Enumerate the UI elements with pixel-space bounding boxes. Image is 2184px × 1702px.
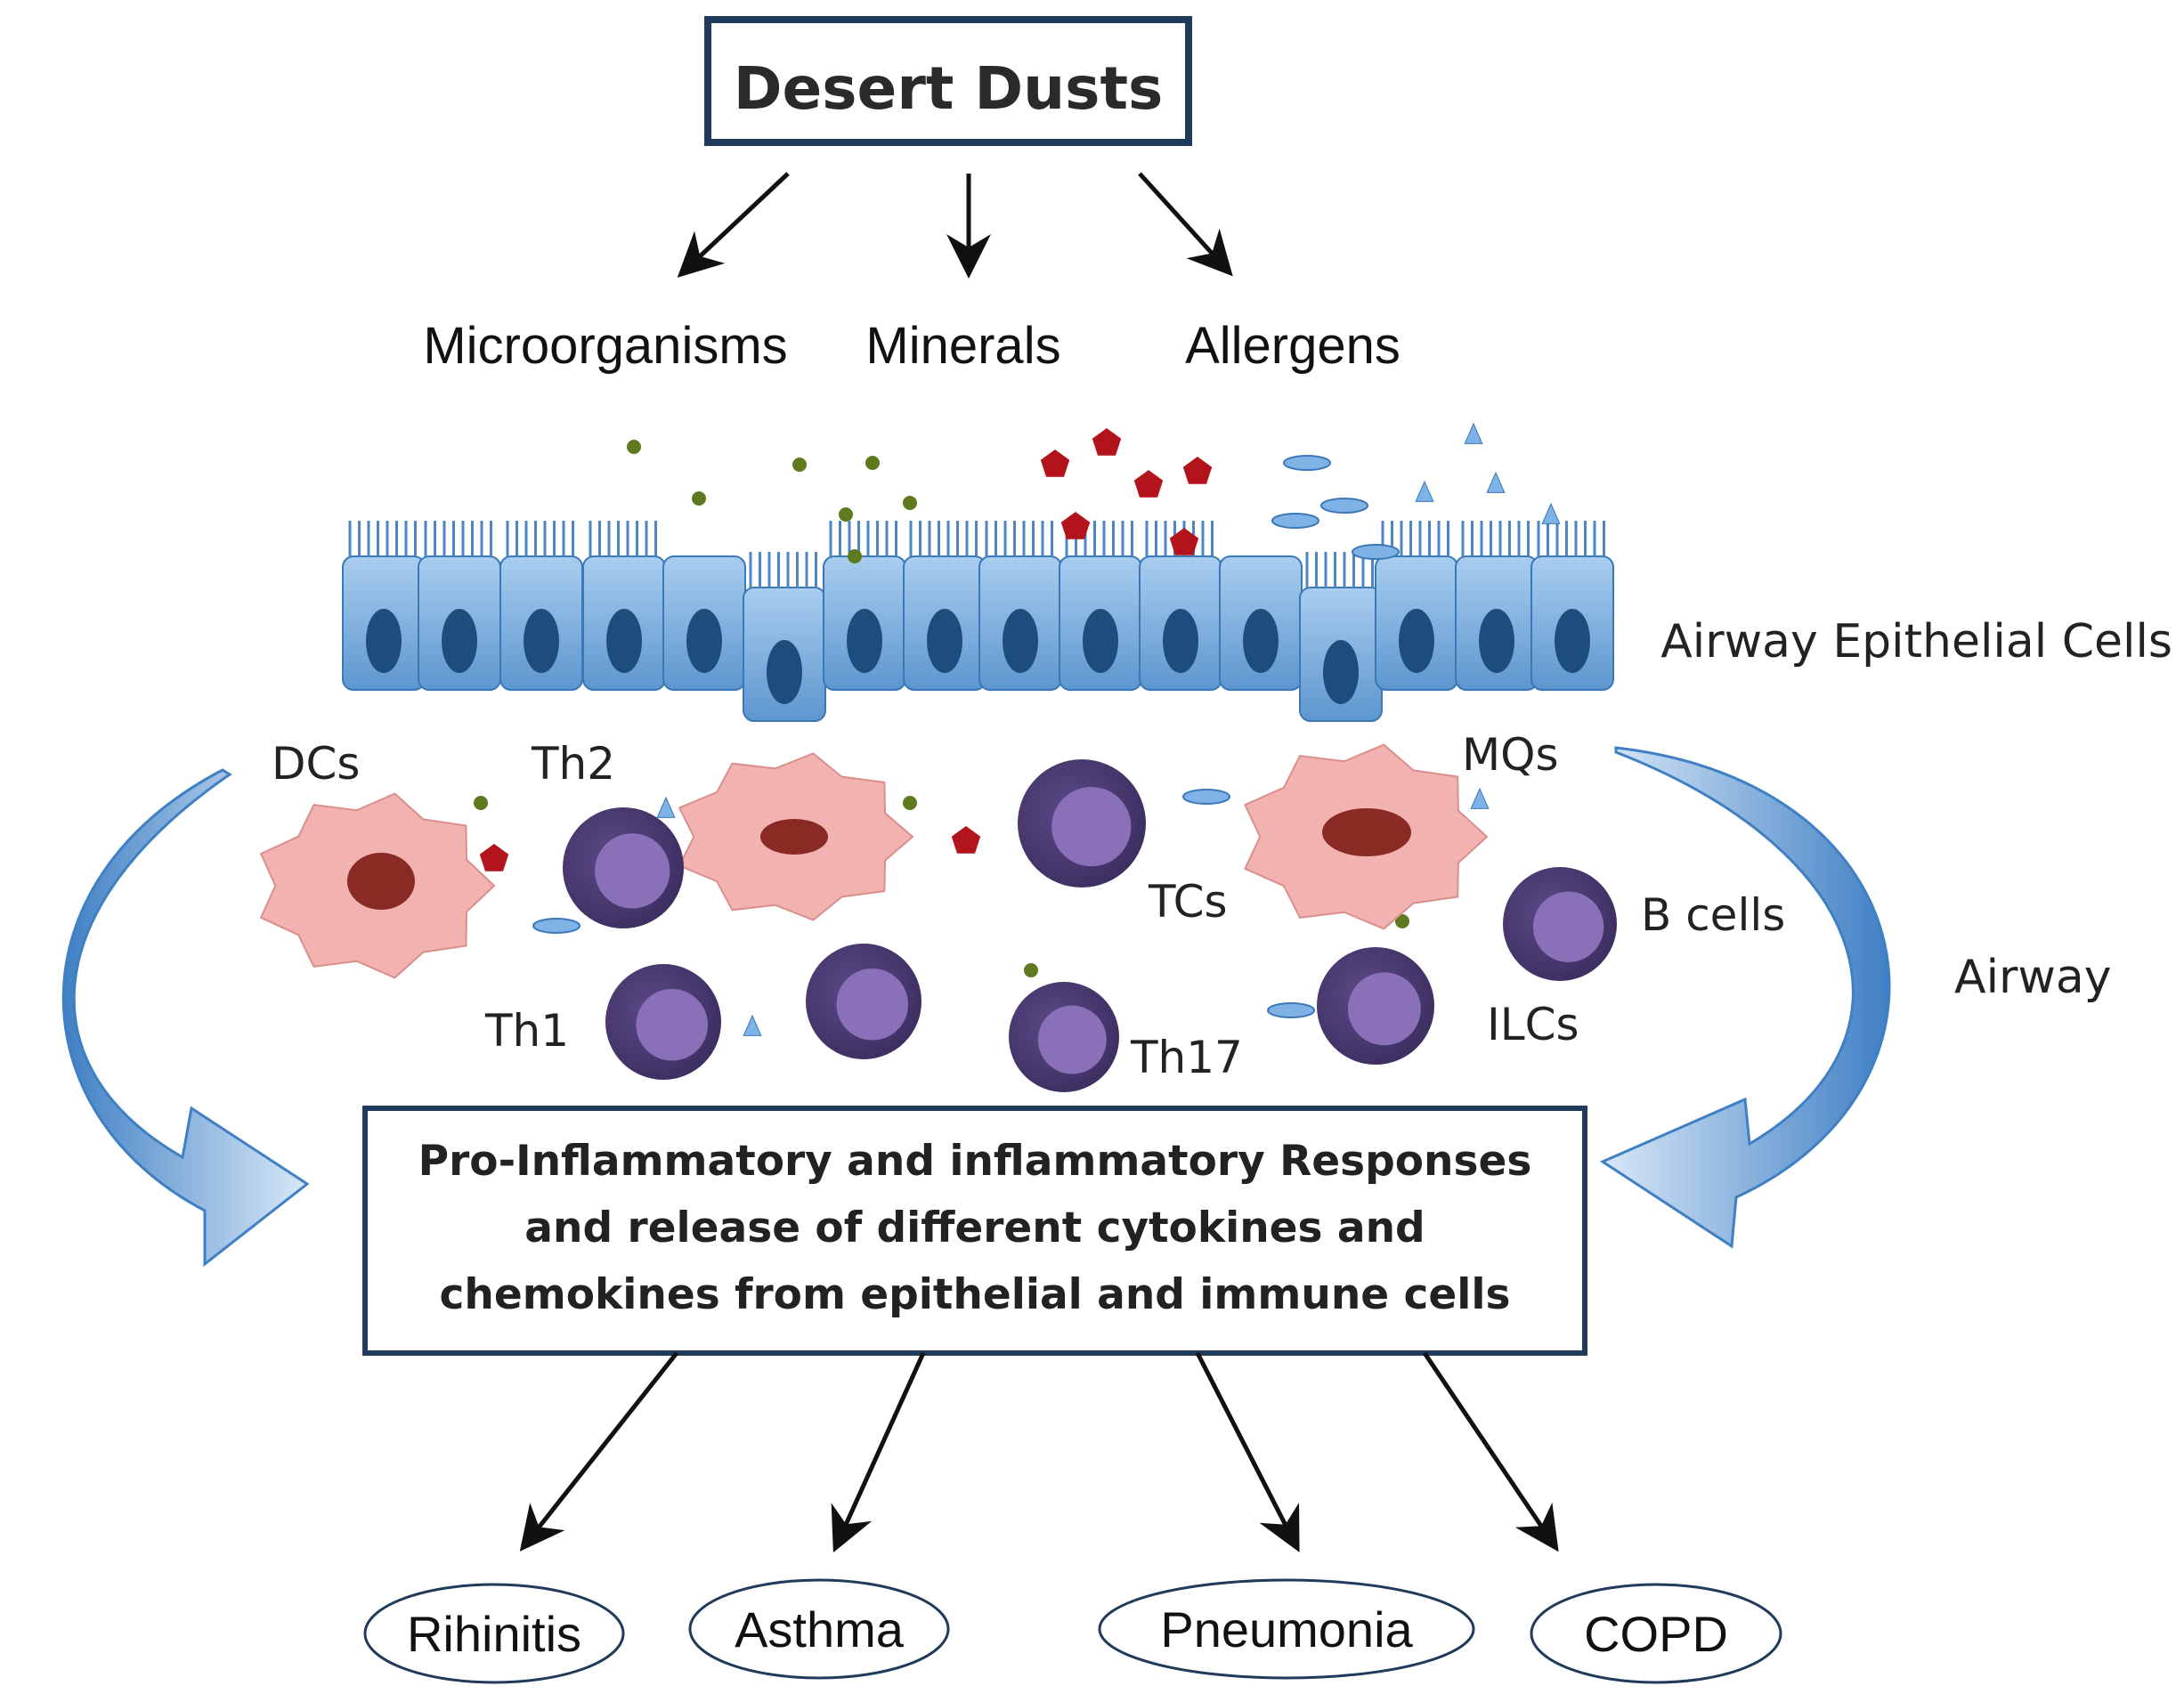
mineral-drop [1541, 502, 1561, 524]
mineral-particle [1267, 1002, 1315, 1018]
arrow-to-microorganisms [677, 172, 790, 278]
microbe-particle [474, 796, 488, 810]
epithelial-nucleus [686, 609, 722, 673]
mineral-drop [1464, 422, 1483, 444]
epithelial-nucleus [847, 609, 882, 673]
microbe-particle [1024, 963, 1038, 977]
epithelial-nucleus [524, 609, 559, 673]
mineral-drop [1470, 787, 1490, 809]
allergen-particle [1092, 428, 1122, 456]
title-text: Desert Dusts [734, 54, 1164, 123]
microbe-particle [792, 458, 807, 472]
epithelial-nucleus [1083, 609, 1118, 673]
epithelial-nucleus [442, 609, 477, 673]
immune-cells [259, 743, 1617, 1092]
epithelial-nucleus [1479, 609, 1514, 673]
tc-cell-nucleus [1051, 786, 1132, 867]
epithelial-nucleus [1003, 609, 1038, 673]
allergen-particle [1060, 512, 1091, 539]
label-allergens: Allergens [1185, 317, 1401, 375]
outcome-oval-asthma [688, 1578, 950, 1680]
epithelial-nucleus [606, 609, 642, 673]
label-dcs: DCs [272, 738, 360, 790]
outcome-oval-rihinitis [363, 1583, 625, 1684]
mineral-drop [656, 796, 676, 818]
mineral-particle [1182, 789, 1230, 805]
epithelial-nucleus [1399, 609, 1434, 673]
outcome-oval-copd [1530, 1583, 1782, 1684]
label-tcs: TCs [1148, 876, 1228, 928]
label-th17: Th17 [1130, 1032, 1243, 1083]
allergen-particle [479, 844, 509, 871]
microbe-particle [903, 796, 917, 810]
airway-epithelium [342, 521, 1614, 722]
mineral-drop [1415, 480, 1434, 502]
arrow-to-asthma [831, 1351, 926, 1553]
response-line-3: chemokines from epithelial and immune ce… [440, 1270, 1511, 1319]
dust-particles [474, 422, 1561, 1036]
ilc-cell-nucleus [1347, 972, 1421, 1046]
label-ilcs: ILCs [1487, 999, 1579, 1050]
response-line-1: Pro-Inflammatory and inflammatory Respon… [418, 1137, 1532, 1186]
microbe-particle [865, 456, 880, 470]
outcome-pneumonia: Pneumonia [1160, 1601, 1413, 1657]
microbe-particle [1395, 914, 1409, 928]
allergen-particle [1040, 450, 1070, 477]
macrophage-nucleus [1322, 808, 1411, 856]
dendritic-nucleus [760, 819, 828, 855]
title-box [704, 16, 1192, 146]
allergen-particle [951, 826, 981, 854]
mineral-particle [1320, 498, 1368, 514]
allergen-particle [1133, 470, 1164, 498]
epithelial-nucleus [1163, 609, 1198, 673]
outcome-oval-pneumonia [1098, 1578, 1475, 1680]
epithelial-nucleus [927, 609, 962, 673]
label-microorganisms: Microorganisms [423, 317, 787, 375]
outcome-rihinitis: Rihinitis [407, 1606, 581, 1662]
label-airway: Airway [1954, 951, 2112, 1004]
left-curved-arrow [61, 768, 310, 1268]
mineral-drop [1486, 471, 1506, 493]
label-mqs: MQs [1462, 729, 1559, 781]
mineral-particle [532, 918, 581, 934]
response-box [362, 1106, 1587, 1356]
arrow-to-rihinitis [519, 1351, 678, 1552]
mineral-particle [1352, 544, 1400, 560]
mineral-particle [1283, 455, 1331, 471]
epithelial-nucleus [1555, 609, 1590, 673]
th2-cell-nucleus [595, 833, 670, 909]
epithelial-nucleus [1323, 640, 1359, 704]
lymphocyte-nucleus [836, 968, 909, 1041]
outcome-copd: COPD [1584, 1606, 1728, 1662]
microbe-particle [839, 507, 853, 522]
microbe-particle [903, 496, 917, 510]
allergen-particle [1169, 528, 1199, 555]
mineral-particle [1271, 513, 1319, 529]
arrow-to-allergens [1138, 172, 1233, 277]
b-cell-nucleus [1532, 891, 1604, 962]
right-curved-arrow [1599, 746, 1891, 1249]
allergen-particle [1182, 457, 1213, 484]
th17-cell-nucleus [1037, 1005, 1107, 1074]
arrow-to-copd [1422, 1351, 1559, 1552]
mineral-drop [743, 1014, 762, 1036]
label-th1: Th1 [484, 1005, 569, 1057]
epithelial-nucleus [366, 609, 402, 673]
microbe-particle [848, 549, 862, 563]
arrow-to-pneumonia [1195, 1351, 1300, 1552]
th1-cell-nucleus [636, 988, 709, 1061]
epithelial-nucleus [767, 640, 802, 704]
label-minerals: Minerals [865, 317, 1060, 375]
microbe-particle [692, 491, 706, 506]
outcome-asthma: Asthma [735, 1601, 905, 1657]
label-th2: Th2 [531, 738, 615, 790]
label-bcells: B cells [1641, 889, 1785, 941]
epithelial-nucleus [1243, 609, 1279, 673]
microbe-particle [627, 440, 641, 454]
response-line-2: and release of different cytokines and [524, 1204, 1425, 1252]
label-airway-epithelial-cells: Airway Epithelial Cells [1660, 615, 2172, 669]
dendritic-nucleus [347, 853, 415, 910]
